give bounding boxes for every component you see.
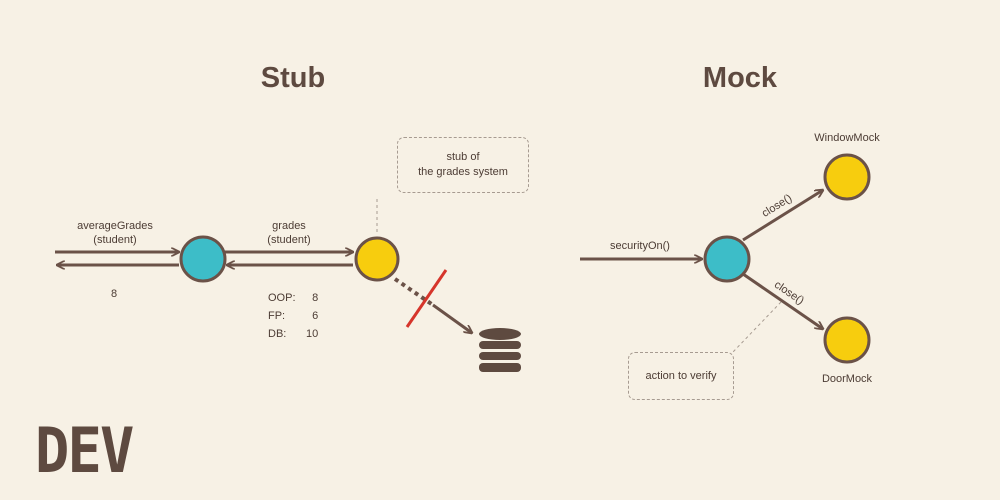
grade-subject: OOP: [268,292,296,304]
return-value-label: 8 [110,288,118,300]
grade-value: 8 [312,292,319,304]
mock-title: Mock [702,62,778,94]
grades-call-label: grades (student) [267,220,311,246]
grade-row: DB: 10 [268,325,318,343]
security-node [703,235,751,283]
close-door-arrow [742,272,823,329]
grade-subject: DB: [268,328,287,340]
close-window-arrow [742,190,823,242]
grades-stub-node [354,236,400,282]
database-icon [479,328,521,372]
stub-note-box: stub of the grades system [397,137,529,193]
grade-row: FP: 6 [268,307,318,325]
db-link-arrow [432,303,472,333]
average-grades-label: averageGrades (student) [77,220,153,246]
stub-note-text: stub of the grades system [418,151,508,178]
grade-row: OOP: 8 [268,289,318,307]
window-mock-label: WindowMock [814,132,880,144]
dotted-db-link [393,277,435,307]
window-mock-node [823,153,871,201]
grade-value: 6 [312,310,319,322]
verify-note-box: action to verify [628,352,734,400]
student-node [179,235,227,283]
dev-logo: DEV [35,414,134,487]
security-on-label: securityOn() [610,240,670,252]
verify-note-text: action to verify [645,369,717,382]
grade-subject: FP: [268,310,286,322]
stub-title: Stub [260,62,326,94]
door-mock-label: DoorMock [821,373,873,385]
door-mock-node [823,316,871,364]
verify-connector [732,301,782,353]
grades-table: OOP: 8 FP: 6 DB: 10 [268,289,318,343]
grade-value: 10 [306,328,319,340]
cut-line [405,269,448,328]
